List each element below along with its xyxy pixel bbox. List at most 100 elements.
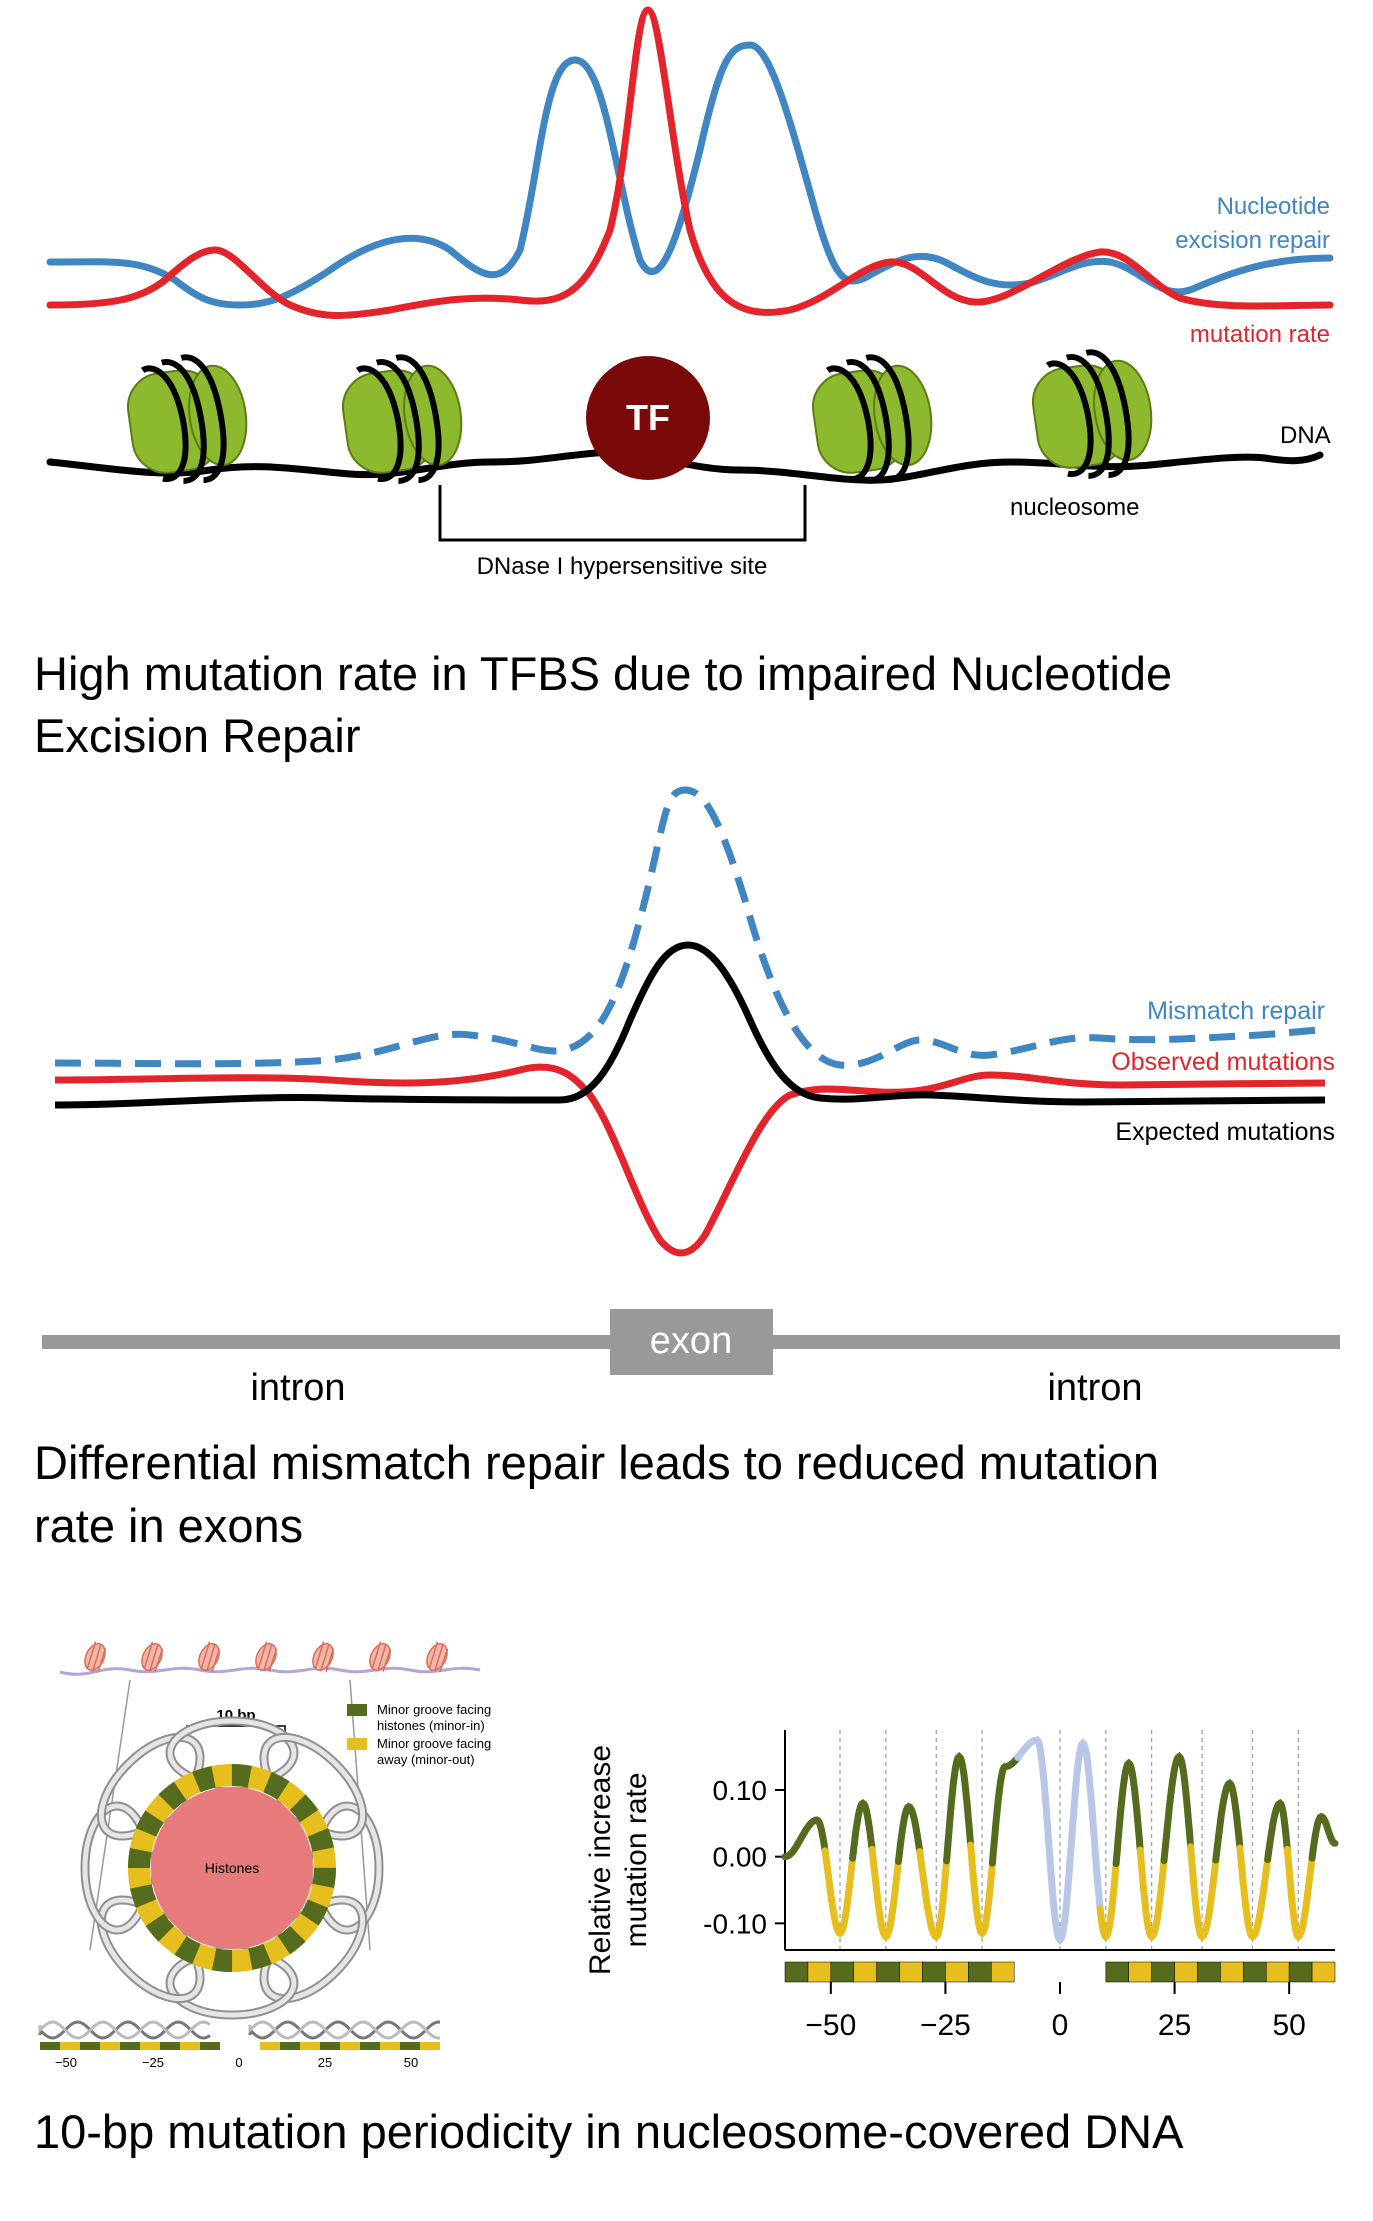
- nucleosome-2: [341, 354, 463, 484]
- dhs-bracket: [438, 485, 807, 542]
- legend-minor-in-line1: Minor groove facing: [377, 1702, 491, 1717]
- chart-bar-segment: [899, 1961, 923, 1983]
- linear-helix-strand: [248, 2020, 441, 2040]
- chart-y-tick-label: -0.10: [703, 1908, 767, 1939]
- chart-bar-segment: [830, 1961, 854, 1983]
- chart-series-segment: [849, 1798, 876, 1862]
- chart-x-tick-label: −25: [920, 2009, 971, 2042]
- linear-bar-segment: [120, 2042, 140, 2050]
- nucleosome-label: nucleosome: [1010, 494, 1139, 521]
- legend-ner-line1: Nucleotide: [1217, 193, 1330, 220]
- chart-series-segment: [1160, 1752, 1195, 1865]
- linear-helix-strand: [38, 2020, 211, 2040]
- chart-series-segment: [821, 1847, 857, 1938]
- chart-bar-segment: [1311, 1961, 1336, 1983]
- linear-bar-segment: [100, 2042, 120, 2050]
- legend-observed-mutations: Observed mutations: [1111, 1048, 1335, 1076]
- chart-series-segment: [868, 1845, 902, 1942]
- chart-bar-segment: [1128, 1961, 1152, 1983]
- linear-bar-segment: [140, 2042, 160, 2050]
- chart-series-segment: [1187, 1843, 1220, 1942]
- nucleosome-3: [811, 354, 933, 484]
- chart-bar-segment: [1243, 1961, 1267, 1983]
- chart-series-segment: [1236, 1844, 1272, 1942]
- chart-bar-segment: [1105, 1961, 1130, 1983]
- histones-label: Histones: [205, 1860, 259, 1876]
- mutation-rate-curve: [46, 6, 1334, 319]
- chart-series-segment: [916, 1848, 951, 1942]
- chart-x-tick-label: 0: [1052, 2009, 1069, 2042]
- chart-series-segment: [781, 1816, 829, 1861]
- linear-bar-segment: [380, 2042, 400, 2050]
- dhs-label: DNase I hypersensitive site: [477, 553, 768, 580]
- chart-bar-segment: [922, 1961, 946, 1983]
- chart-bar-segment: [968, 1961, 992, 1983]
- linear-bar-segment: [160, 2042, 180, 2050]
- linear-bar-segment: [400, 2042, 420, 2050]
- mini-nucleosomes: [84, 1641, 449, 1672]
- chart-series-segment: [1212, 1778, 1244, 1864]
- linear-bar-segment: [360, 2042, 380, 2050]
- diagram-tick-1: −50: [55, 2055, 77, 2070]
- exon-box: [610, 1309, 773, 1375]
- linear-bar-segment: [180, 2042, 200, 2050]
- linear-bar-segment: [280, 2042, 300, 2050]
- chart-series-segment: [1308, 1813, 1339, 1862]
- diagram-tick-2: −25: [142, 2055, 164, 2070]
- legend-minor-out-line1: Minor groove facing: [377, 1736, 491, 1751]
- chart-bar-segment: [1197, 1961, 1221, 1983]
- chart-y-tick-label: 0.00: [713, 1842, 768, 1873]
- chart-series-segment: [1283, 1845, 1316, 1942]
- intron-right-label: intron: [1047, 1367, 1142, 1409]
- chart-x-tick-label: 50: [1272, 2009, 1305, 2042]
- linear-bar-segment: [340, 2042, 360, 2050]
- linear-helix-strand: [38, 2020, 211, 2040]
- observed-mutations-curve: [54, 1063, 1326, 1257]
- chart-series-segment: [1014, 1736, 1104, 1946]
- chart-bar-segment: [807, 1961, 832, 1983]
- exon-label: exon: [650, 1320, 732, 1362]
- chart-bar-segment: [876, 1961, 900, 1983]
- panel-mismatch-repair: Mismatch repair Observed mutations Expec…: [34, 786, 1340, 1552]
- expected-mutations-curve: [54, 941, 1326, 1109]
- mini-nucleosome: [198, 1641, 221, 1672]
- linear-helix-strand: [248, 2020, 441, 2040]
- chart-bar-segment: [853, 1961, 877, 1983]
- chart-bar-segment: [1151, 1961, 1175, 1983]
- mini-nucleosome: [312, 1641, 335, 1672]
- chart-series-segment: [894, 1802, 924, 1865]
- mismatch-repair-curve: [54, 786, 1326, 1069]
- chart-bar-segment: [1266, 1961, 1290, 1983]
- linear-bar-segment: [80, 2042, 100, 2050]
- dna-label: DNA: [1280, 422, 1331, 449]
- chart-bar-segment: [1174, 1961, 1198, 1983]
- panel-nucleosome-periodicity: 10 bp Minor groove facing histones (mino…: [34, 1641, 1339, 2158]
- chart-bar-segment: [991, 1961, 1015, 1983]
- legend-minor-out-swatch: [347, 1738, 367, 1750]
- chart-series-segment: [1112, 1758, 1144, 1868]
- caption-panel1-line1: High mutation rate in TFBS due to impair…: [34, 647, 1172, 700]
- caption-panel2-line1: Differential mismatch repair leads to re…: [34, 1436, 1159, 1489]
- chart-series-segment: [1096, 1860, 1120, 1942]
- linear-bar-segment: [200, 2042, 220, 2050]
- diagram-tick-4: 25: [318, 2055, 332, 2070]
- chart-bar-segment: [945, 1961, 969, 1983]
- chart-bar-segment: [784, 1961, 809, 1983]
- legend-mutation-rate: mutation rate: [1190, 321, 1330, 348]
- caption-panel2-line2: rate in exons: [34, 1499, 303, 1552]
- caption-panel3: 10-bp mutation periodicity in nucleosome…: [34, 2105, 1184, 2158]
- legend-expected-mutations: Expected mutations: [1115, 1118, 1335, 1146]
- nucleosome-4: [1031, 349, 1153, 479]
- chart-x-tick-label: −50: [805, 2009, 856, 2042]
- panel-nucleotide-excision-repair: Nucleotide excision repair mutation rate…: [34, 6, 1334, 762]
- tf-circle: [586, 356, 710, 480]
- histone-core: [151, 1787, 313, 1949]
- chart-ylabel-line1: Relative increase: [584, 1745, 617, 1975]
- linear-bar-segment: [420, 2042, 440, 2050]
- chart-x-tick-label: 25: [1158, 2009, 1191, 2042]
- diagram-tick-5: 50: [404, 2055, 418, 2070]
- linear-bar-segment: [40, 2042, 60, 2050]
- legend-minor-in-line2: histones (minor-in): [377, 1718, 485, 1733]
